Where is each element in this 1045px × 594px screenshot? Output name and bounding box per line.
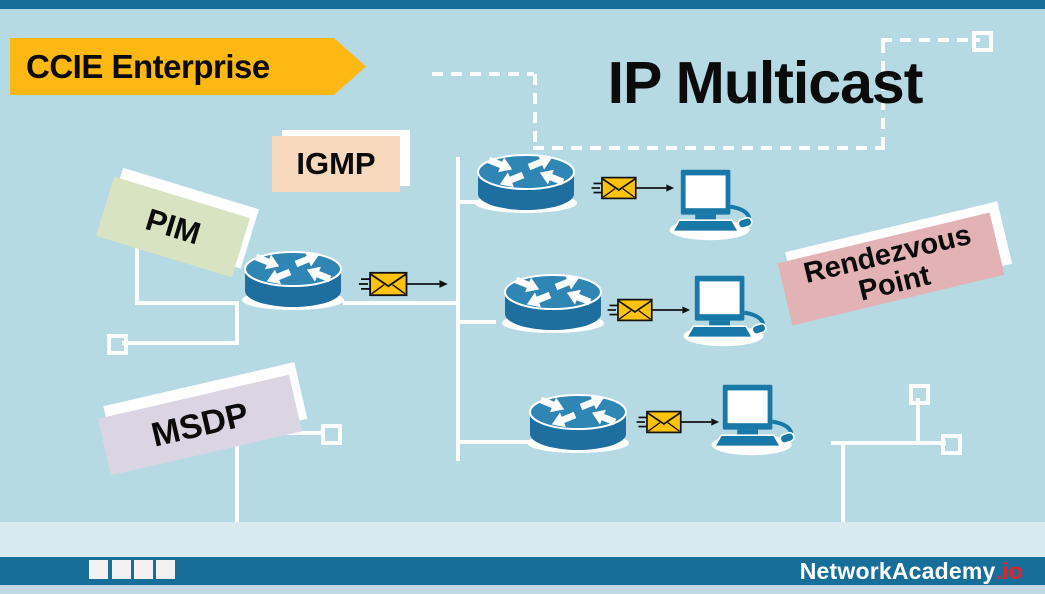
circuit-line: [841, 441, 845, 522]
label-msdp: MSDP: [97, 362, 308, 476]
course-badge: CCIE Enterprise: [10, 38, 366, 95]
circuit-line: [235, 301, 239, 345]
tree-trunk: [456, 157, 460, 461]
circuit-line: [135, 242, 139, 305]
tree-branch-top: [456, 200, 484, 204]
workstation-icon: [710, 383, 798, 457]
dashed-accent-line: [533, 74, 537, 150]
envelope-icon: [357, 270, 449, 298]
workstation-icon: [668, 168, 756, 242]
label-rendezvous-point: Rendezvous Point: [777, 201, 1013, 326]
label-pim: PIM: [96, 167, 259, 278]
circuit-node-square: [321, 424, 342, 445]
circuit-line: [235, 431, 239, 522]
circuit-line: [122, 341, 239, 345]
tree-link-source: [343, 301, 458, 305]
brand-logo: NetworkAcademy.io: [800, 557, 1023, 585]
circuit-node-square: [941, 434, 962, 455]
dashed-accent-line: [533, 146, 885, 150]
label-igmp-text: IGMP: [272, 136, 400, 192]
router-icon: [501, 262, 605, 334]
router-icon: [474, 142, 578, 214]
circuit-line: [916, 398, 920, 445]
footer-bar: [0, 557, 1045, 585]
footer-square: [112, 560, 131, 579]
top-accent-bar: [0, 0, 1045, 9]
dashed-accent-line: [881, 42, 885, 148]
workstation-icon: [682, 274, 770, 348]
brand-name: NetworkAcademy: [799, 557, 996, 584]
circuit-node-square: [107, 334, 128, 355]
circuit-line: [831, 441, 946, 445]
dashed-accent-line: [432, 72, 534, 76]
bottom-strip: [0, 585, 1045, 594]
router-icon: [241, 239, 345, 311]
brand-suffix: .io: [995, 557, 1023, 584]
tree-branch-bottom: [456, 440, 542, 444]
circuit-line: [135, 301, 239, 305]
footer-square: [89, 560, 108, 579]
envelope-icon: [606, 297, 691, 323]
footer-square: [134, 560, 153, 579]
course-badge-label: CCIE Enterprise: [26, 47, 270, 85]
router-icon: [526, 382, 630, 454]
page-title: IP Multicast: [607, 50, 924, 116]
label-igmp: IGMP: [272, 130, 410, 192]
footer-square: [156, 560, 175, 579]
tree-branch-middle: [456, 320, 496, 324]
dashed-accent-line: [881, 38, 980, 42]
envelope-icon: [590, 175, 675, 201]
envelope-icon: [635, 409, 720, 435]
dashed-accent-square: [972, 31, 993, 52]
floor-band: [0, 522, 1045, 557]
